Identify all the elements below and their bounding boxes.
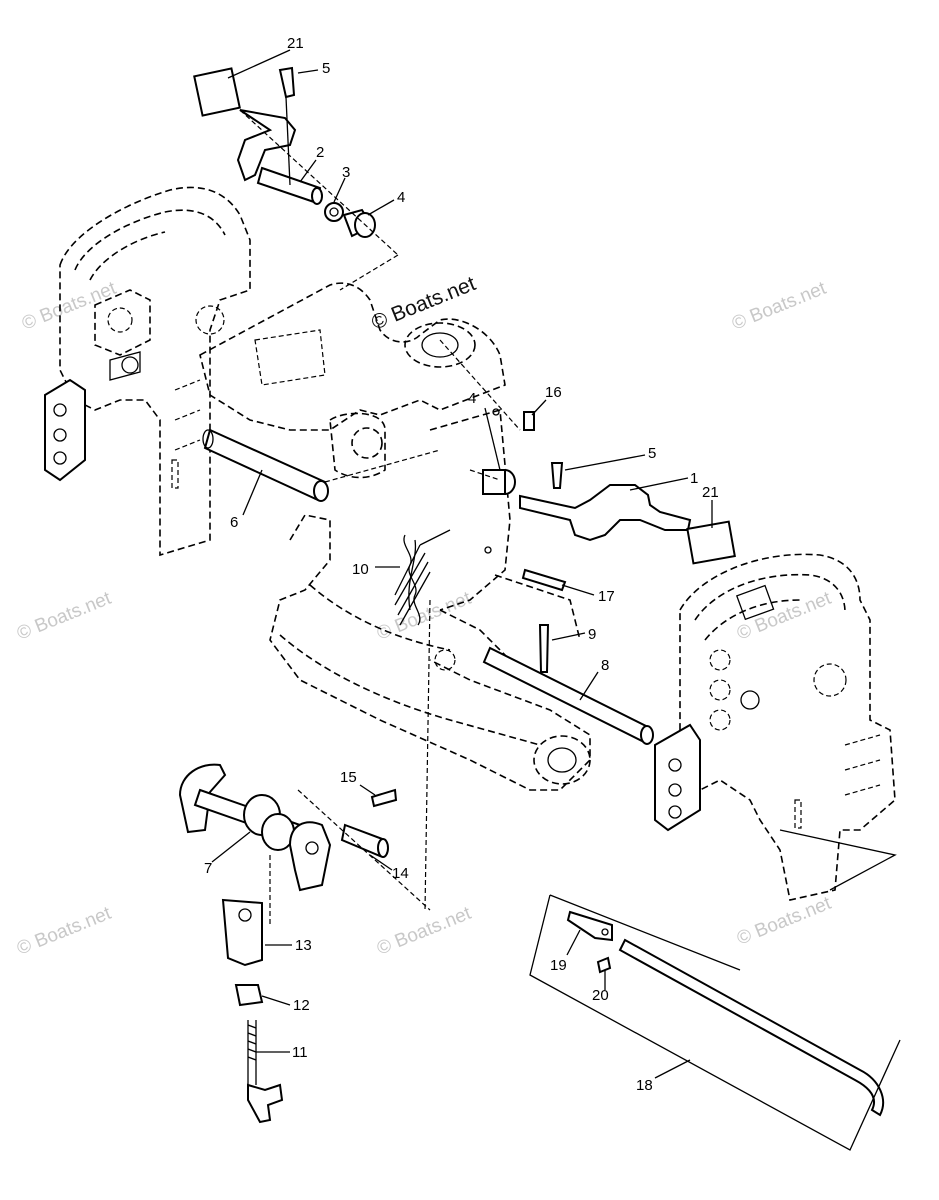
callout-8: 8 — [601, 657, 609, 674]
callout-12: 12 — [293, 997, 310, 1014]
callout-4-top: 4 — [397, 189, 405, 206]
watermark-text: © Boats.net — [14, 903, 115, 960]
callout-5-right: 5 — [648, 445, 656, 462]
callout-20: 20 — [592, 987, 609, 1004]
callout-1: 1 — [690, 470, 698, 487]
swivel-bracket-body — [199, 282, 591, 791]
lower-tilt-lock — [178, 763, 431, 1124]
callout-15: 15 — [340, 769, 357, 786]
callout-4-right: 4 — [468, 390, 476, 407]
watermark-text: © Boats.net — [19, 278, 120, 335]
callout-5-top: 5 — [322, 60, 330, 77]
upper-tilt-lever — [193, 66, 399, 291]
watermark-text: © Boats.net — [14, 588, 115, 645]
watermark-text: © Boats.net — [734, 588, 835, 645]
callout-21-top: 21 — [287, 35, 304, 52]
left-clamp-bracket — [44, 186, 251, 557]
callout-7: 7 — [204, 860, 212, 877]
callout-9: 9 — [588, 626, 596, 643]
callout-6: 6 — [230, 514, 238, 531]
watermark-text: © Boats.net — [729, 278, 830, 335]
watermark-text: © Boats.net — [734, 893, 835, 950]
callout-2: 2 — [316, 144, 324, 161]
leader-lines — [211, 49, 713, 1079]
callout-10: 10 — [352, 561, 369, 578]
callout-21-right: 21 — [702, 484, 719, 501]
callout-19: 19 — [550, 957, 567, 974]
callout-labels: 21 5 2 3 4 4 16 5 1 21 6 10 17 9 8 15 7 … — [204, 35, 719, 1094]
shafts-and-spring — [202, 428, 654, 911]
callout-3: 3 — [342, 164, 350, 181]
watermark-text: © Boats.net — [374, 588, 475, 645]
callout-18: 18 — [636, 1077, 653, 1094]
watermark-text: © Boats.net — [374, 903, 475, 960]
watermark-group: © Boats.net © Boats.net © Boats.net © Bo… — [14, 278, 835, 960]
tilt-rod — [529, 894, 901, 1151]
callout-14: 14 — [392, 865, 409, 882]
right-clamp-bracket — [654, 553, 897, 901]
callout-17: 17 — [598, 588, 615, 605]
callout-16: 16 — [545, 384, 562, 401]
right-tilt-lever — [439, 339, 736, 592]
callout-11: 11 — [292, 1044, 308, 1061]
callout-13: 13 — [295, 937, 312, 954]
watermark-main: © Boats.net — [368, 272, 479, 335]
